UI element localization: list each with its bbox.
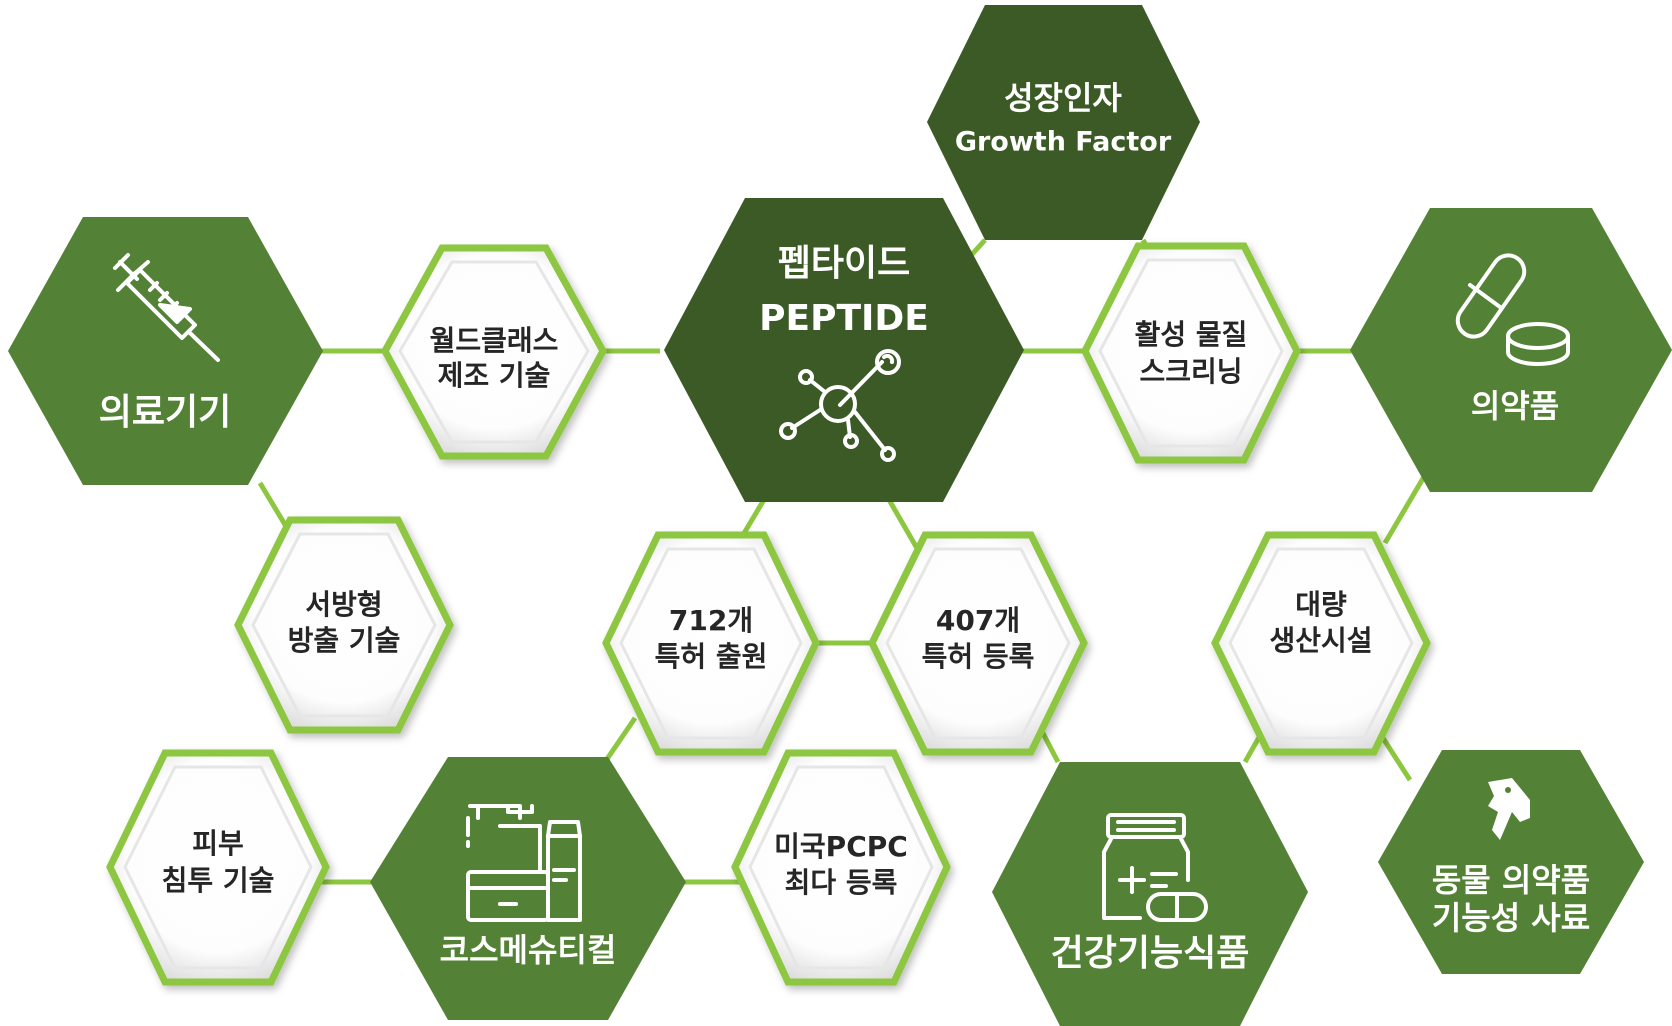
syringe-icon bbox=[113, 253, 220, 362]
growth-factor-subtitle: Growth Factor bbox=[955, 127, 1172, 158]
tech-skin-line2: 침투 기술 bbox=[162, 864, 275, 897]
animal-label-line1: 동물 의약품 bbox=[1432, 861, 1590, 899]
tech-sustained-line1: 서방형 bbox=[305, 588, 382, 621]
cosmetics-icon bbox=[466, 804, 582, 922]
tech-pcpc-line1: 미국PCPC bbox=[774, 830, 908, 863]
dog-icon bbox=[1488, 778, 1530, 840]
medical-devices-label: 의료기기 bbox=[99, 392, 231, 433]
pills-icon bbox=[1455, 253, 1570, 366]
tech-screening-line2: 스크리닝 bbox=[1139, 355, 1242, 388]
tech-patents-registered-line1: 407개 bbox=[936, 604, 1020, 637]
tech-skin-line1: 피부 bbox=[192, 827, 244, 860]
connector-line bbox=[1382, 473, 1428, 545]
pharmaceuticals-node: 의약품 bbox=[1350, 208, 1672, 492]
tech-sustained-line2: 방출 기술 bbox=[288, 624, 401, 657]
tech-sustained bbox=[234, 516, 454, 734]
tech-patents-filed-line1: 712개 bbox=[669, 604, 753, 637]
medical-devices-node: 의료기기 bbox=[8, 217, 323, 485]
tech-world-class-line2: 제조 기술 bbox=[438, 359, 551, 392]
tech-patents-registered-line2: 특허 등록 bbox=[922, 640, 1035, 673]
animal-label-line2: 기능성 사료 bbox=[1432, 899, 1590, 937]
tech-pcpc bbox=[731, 749, 951, 986]
tech-patents-registered bbox=[868, 531, 1088, 756]
connector-line bbox=[602, 716, 638, 764]
tech-patents-filed bbox=[602, 531, 820, 756]
tech-mass-production-line2: 생산시설 bbox=[1269, 624, 1372, 657]
center-title: 펩타이드 bbox=[778, 243, 910, 284]
connector-line bbox=[885, 496, 921, 552]
molecule-icon bbox=[779, 349, 901, 462]
tech-screening-line1: 활성 물질 bbox=[1135, 318, 1248, 351]
cosmeceuticals-label: 코스메슈티컬 bbox=[440, 931, 617, 969]
health-food-label: 건강기능식품 bbox=[1051, 933, 1250, 974]
cosmeceuticals-node: 코스메슈티컬 bbox=[370, 757, 686, 1020]
growth-factor-node: 성장인자 Growth Factor bbox=[927, 5, 1200, 240]
tech-skin bbox=[106, 749, 330, 986]
tech-world-class bbox=[381, 244, 607, 460]
animal-node: 동물 의약품 기능성 사료 bbox=[1378, 750, 1644, 974]
growth-factor-title: 성장인자 bbox=[1004, 79, 1122, 117]
center-subtitle: PEPTIDE bbox=[759, 298, 929, 339]
tech-world-class-line1: 월드클래스 bbox=[430, 324, 559, 357]
tech-pcpc-line2: 최다 등록 bbox=[785, 866, 898, 899]
tech-screening bbox=[1081, 242, 1301, 464]
health-food-node: 건강기능식품 bbox=[992, 762, 1308, 1026]
tech-patents-filed-line2: 특허 출원 bbox=[655, 640, 768, 673]
tech-mass-production bbox=[1211, 531, 1431, 756]
supplement-jar-icon bbox=[1102, 813, 1208, 922]
center-node: 펩타이드 PEPTIDE bbox=[664, 198, 1024, 502]
tech-mass-production-line1: 대량 bbox=[1295, 588, 1347, 621]
pharmaceuticals-label: 의약품 bbox=[1471, 387, 1559, 425]
